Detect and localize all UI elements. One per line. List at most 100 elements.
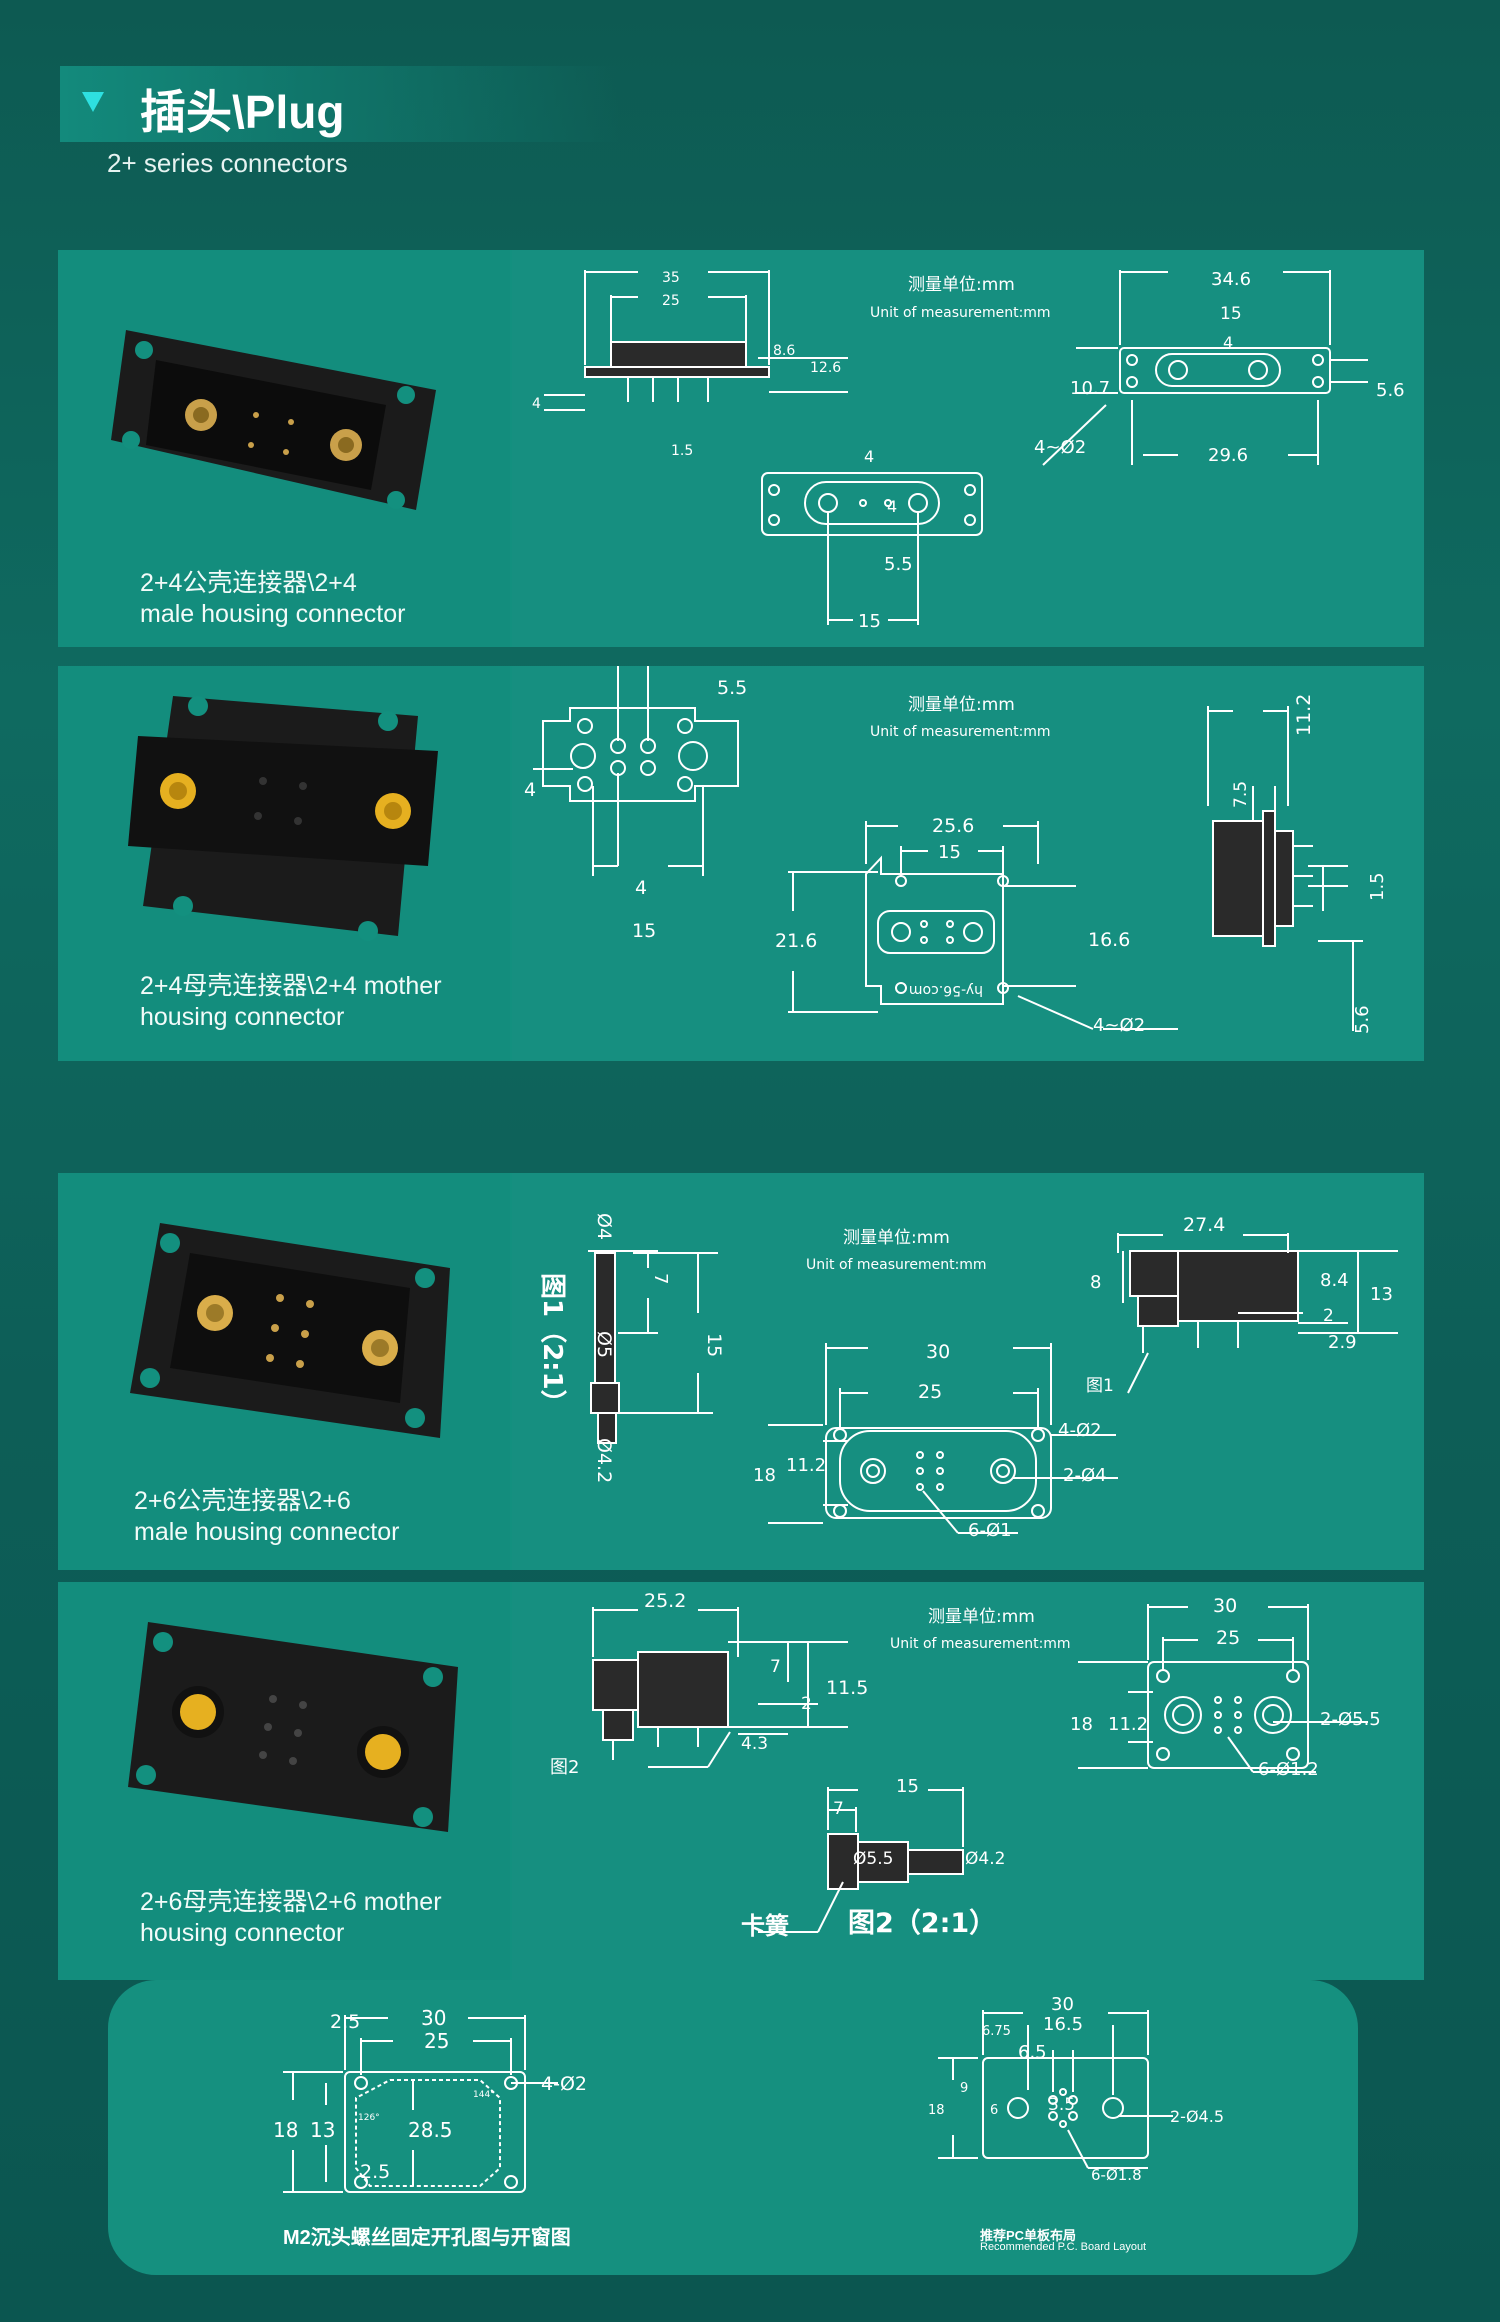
dim-18b: 18 — [928, 2103, 945, 2118]
drawing-panel — [512, 1173, 1424, 1570]
dim-6-75: 6.75 — [982, 2024, 1011, 2039]
unit-cn: 测量单位:mm — [843, 1228, 950, 1248]
dim-4-phi-2: 4-Ø2 — [1058, 1420, 1102, 1441]
dim-11-2: 11.2 — [1108, 1714, 1148, 1735]
dim-30: 30 — [926, 1341, 950, 1363]
dim-25: 25 — [1216, 1627, 1240, 1649]
dim-phi-5-5: Ø5.5 — [853, 1849, 893, 1869]
footer-right-caption-en: Recommended P.C. Board Layout — [980, 2241, 1147, 2253]
dim-5-6: 5.6 — [1352, 1005, 1373, 1034]
site-watermark: hy-56.com — [909, 982, 983, 998]
dim-11-5: 11.5 — [826, 1677, 868, 1699]
figure-1-label: 图1（2:1） — [537, 1273, 567, 1416]
spring-clip-label: 卡簧 — [741, 1912, 789, 1940]
dim-8: 8 — [1090, 1272, 1101, 1293]
unit-en: Unit of measurement:mm — [890, 1636, 1071, 1652]
dim-4: 4 — [524, 779, 536, 801]
card-2p4-mother: 2+4母壳连接器\2+4 mother housing connector — [58, 666, 1424, 1061]
dim-35: 35 — [662, 270, 680, 286]
dim-6-phi-1-2: 6-Ø1.2 — [1258, 1759, 1319, 1780]
dim-25: 25 — [662, 293, 680, 309]
dim-7-5: 7.5 — [1231, 781, 1251, 808]
dim-5-5: 5.5 — [884, 554, 913, 575]
dim-30b: 30 — [1051, 1994, 1074, 2015]
section-header: 插头\Plug — [60, 66, 620, 142]
dim-6-phi-1-8: 6-Ø1.8 — [1091, 2166, 1142, 2184]
dim-phi-4-2: Ø4.2 — [593, 1438, 615, 1483]
technical-drawing: 25.2 7 2 11.5 4.3 图2 测量单位:mm Unit of mea… — [550, 1590, 1381, 1940]
dim-phi-4: Ø4 — [593, 1213, 615, 1240]
dim-30: 30 — [1213, 1595, 1237, 1617]
dim-15c: 15 — [858, 611, 881, 632]
dim-4-phi-2: 4~Ø2 — [1034, 437, 1086, 458]
product-photo — [128, 696, 438, 941]
angle-126: 126° — [358, 2113, 380, 2123]
dim-4-phi-2: 4~Ø2 — [1093, 1015, 1145, 1036]
bottom-panel: 30 2.5 25 4-Ø2 18 13 28.5 2.5 144° 126° … — [108, 1980, 1358, 2275]
dim-4: 4 — [532, 396, 541, 412]
dim-12-6: 12.6 — [810, 360, 841, 376]
dim-1-5: 1.5 — [1367, 872, 1388, 901]
dim-34-6: 34.6 — [1211, 269, 1251, 290]
product-photo — [128, 1622, 458, 1832]
dim-13: 13 — [1370, 1284, 1393, 1305]
dim-7: 7 — [650, 1273, 671, 1284]
dim-13: 13 — [310, 2118, 335, 2142]
footer-right-caption-cn: 推荐PC单板布局 — [980, 2228, 1077, 2243]
dim-18: 18 — [273, 2118, 298, 2142]
dim-4b: 4 — [1223, 333, 1233, 352]
product-label: 2+6公壳连接器\2+6 male housing connector — [134, 1487, 400, 1546]
unit-en: Unit of measurement:mm — [870, 724, 1051, 740]
dim-15b: 15 — [938, 842, 961, 863]
dim-2: 2 — [801, 1694, 812, 1714]
dim-28-5: 28.5 — [408, 2118, 453, 2142]
dim-4-3: 4.3 — [741, 1734, 768, 1754]
technical-drawing: 30 2.5 25 4-Ø2 18 13 28.5 2.5 144° 126° … — [273, 1994, 1224, 2193]
figure-2-ref: 图2 — [550, 1757, 579, 1778]
dim-8-6: 8.6 — [773, 343, 795, 359]
drawing-panel — [512, 250, 1424, 647]
dim-18: 18 — [753, 1465, 776, 1486]
dim-15: 15 — [1220, 304, 1242, 324]
dim-21-6: 21.6 — [775, 930, 817, 952]
dim-3-5: 3.5 — [1048, 2095, 1075, 2115]
dim-5-5: 5.5 — [717, 677, 747, 699]
dim-25-2: 25.2 — [644, 1590, 686, 1612]
dim-2-phi-5-5: 2-Ø5.5 — [1320, 1709, 1381, 1730]
dim-4c: 4 — [864, 447, 874, 466]
dim-29-6: 29.6 — [1208, 445, 1248, 466]
footer-left-caption: M2沉头螺丝固定开孔图与开窗图 — [283, 2227, 571, 2249]
dim-2: 2 — [1323, 1306, 1334, 1326]
unit-en: Unit of measurement:mm — [806, 1257, 987, 1273]
dim-8-4: 8.4 — [1320, 1270, 1349, 1291]
unit-cn: 测量单位:mm — [928, 1607, 1035, 1627]
dim-6-5: 6.5 — [1018, 2042, 1047, 2063]
angle-144: 144° — [473, 2090, 495, 2100]
dim-4b: 4 — [635, 877, 647, 899]
card-2p6-male: 2+6公壳连接器\2+6 male housing connector — [58, 1173, 1424, 1570]
dim-5-6: 5.6 — [1376, 380, 1405, 401]
dim-16-6: 16.6 — [1088, 929, 1130, 951]
dim-7b: 7 — [833, 1799, 844, 1819]
dim-2-phi-4-5: 2-Ø4.5 — [1170, 2107, 1224, 2126]
dim-11-2: 11.2 — [1293, 694, 1315, 736]
product-label: 2+4公壳连接器\2+4 male housing connector — [140, 569, 406, 628]
dim-25-6: 25.6 — [932, 815, 974, 837]
triangle-icon — [82, 92, 104, 112]
dim-10-7: 10.7 — [1070, 378, 1110, 399]
dim-phi-4-2: Ø4.2 — [965, 1849, 1005, 1869]
dim-15: 15 — [896, 1776, 919, 1797]
product-label: 2+6母壳连接器\2+6 mother housing connector — [140, 1888, 442, 1947]
dim-2-5: 2.5 — [330, 2011, 360, 2033]
dim-27-4: 27.4 — [1183, 1214, 1225, 1236]
dim-1-5: 1.5 — [671, 443, 693, 459]
technical-drawing: Ø4 7 15 Ø5 Ø4.2 图1（2:1） 测量单位:mm Unit of … — [537, 1213, 1398, 1541]
dim-4d: 4 — [887, 497, 897, 516]
unit-cn: 测量单位:mm — [908, 275, 1015, 295]
dim-15: 15 — [632, 920, 656, 942]
technical-drawing: 5.5 4 4 15 测量单位:mm Unit of measurement:m… — [524, 666, 1388, 1036]
card-2p4-male: 2+4公壳连接器\2+4 male housing connector — [58, 250, 1424, 647]
page-subtitle: 2+ series connectors — [107, 148, 348, 178]
product-label: 2+4母壳连接器\2+4 mother housing connector — [140, 972, 442, 1031]
page-title: 插头\Plug — [140, 86, 345, 138]
